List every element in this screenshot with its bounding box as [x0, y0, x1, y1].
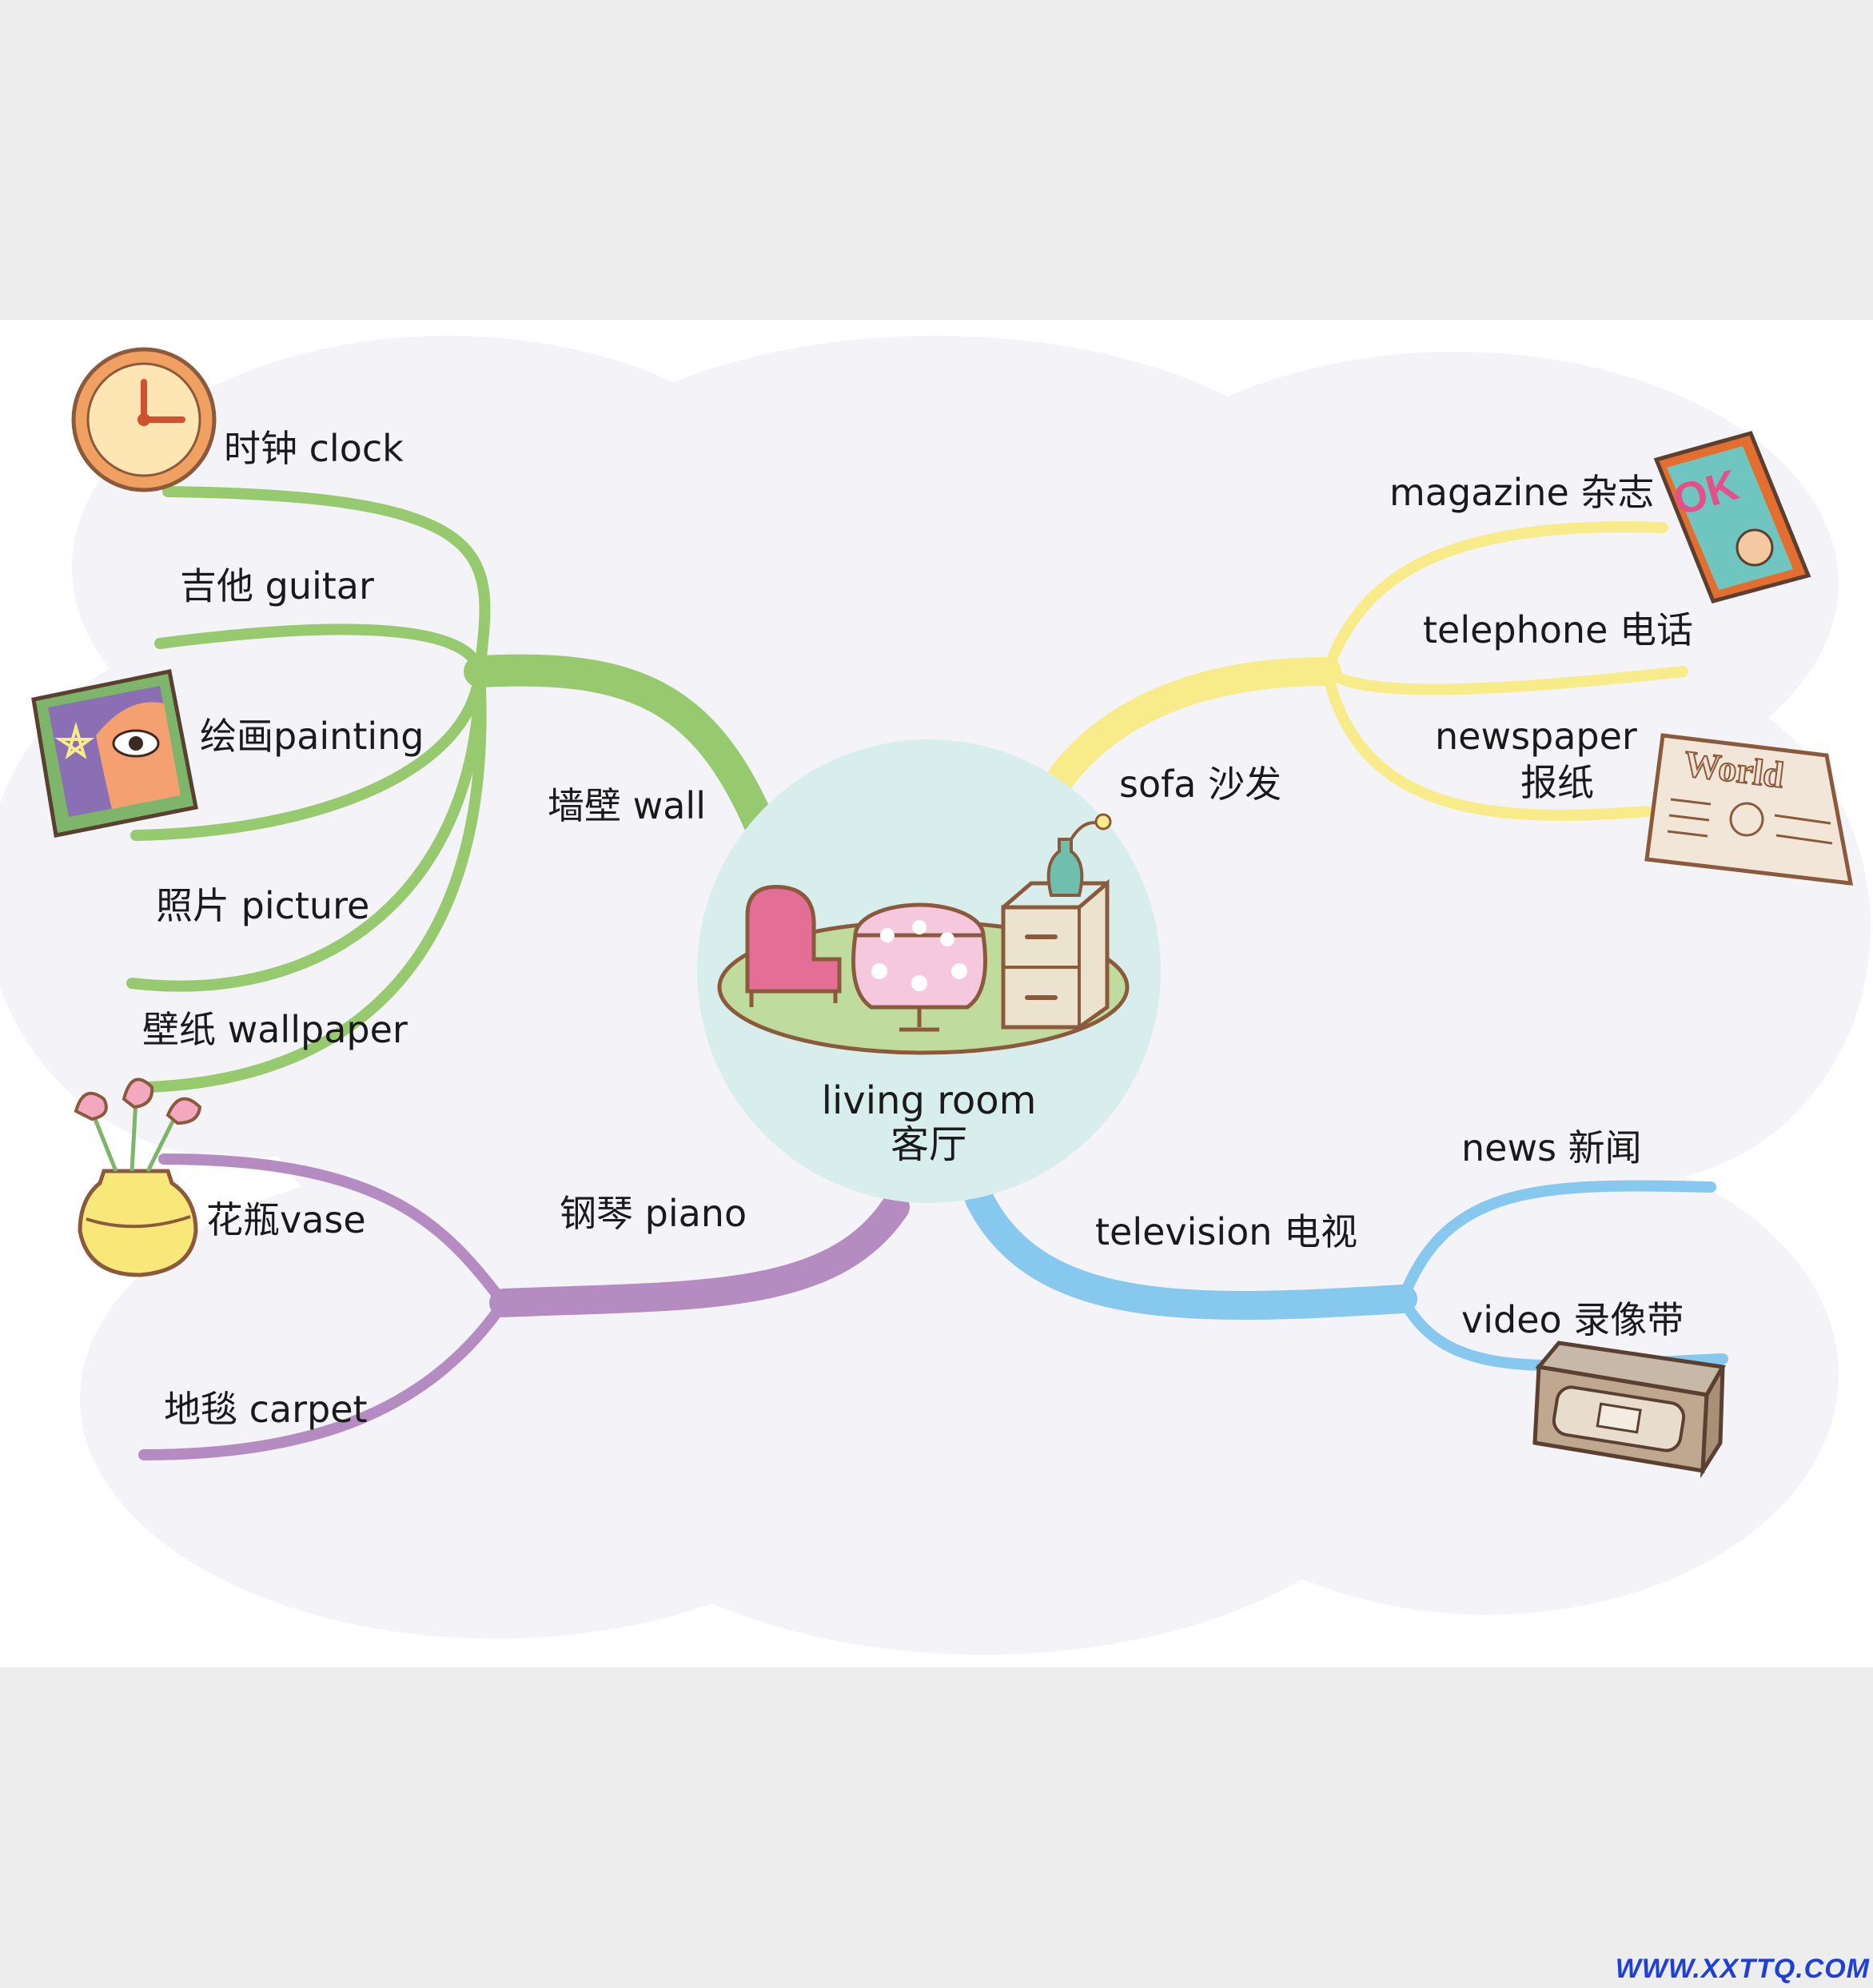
center-label: living room 客厅: [809, 1078, 1049, 1168]
wall-branch: [126, 486, 775, 1093]
television-item-video: video 录像带: [1461, 1298, 1684, 1341]
painting-icon: [31, 669, 198, 838]
living-room-furniture-icon: [717, 813, 1130, 1055]
sofa-branch-label: sofa 沙发: [1119, 763, 1282, 806]
piano-branch-label: 钢琴 piano: [560, 1192, 747, 1235]
vase-icon: [74, 1078, 202, 1277]
television-item-news: news 新闻: [1461, 1126, 1642, 1169]
wall-branch-label: 墙壁 wall: [548, 784, 706, 827]
magazine-icon: OK: [1653, 430, 1811, 604]
watermark: WWW.XXTTQ.COM: [1615, 1954, 1870, 1984]
wall-item-wallpaper: 壁纸 wallpaper: [142, 1008, 408, 1051]
mind-map-canvas: OK World living room 客厅 墙壁 wall 钢琴 piano…: [0, 320, 1873, 1667]
piano-item-carpet: 地毯 carpet: [164, 1388, 368, 1431]
mind-map-graphic: OK World: [0, 336, 1871, 1655]
sofa-item-newspaper: newspaper: [1435, 715, 1637, 758]
piano-item-vase: 花瓶vase: [206, 1198, 366, 1241]
wall-item-picture: 照片 picture: [156, 884, 370, 927]
sofa-item-newspaper-zh: 报纸: [1520, 761, 1594, 804]
center-label-line1: living room: [821, 1078, 1037, 1123]
clock-icon: [71, 347, 217, 492]
center-label-line2: 客厅: [890, 1122, 967, 1168]
television-branch-label: television 电视: [1095, 1210, 1358, 1253]
sofa-branch: [1037, 521, 1688, 821]
wall-item-painting: 绘画painting: [200, 715, 424, 758]
sofa-item-magazine: magazine 杂志: [1389, 471, 1655, 514]
wall-item-clock: 时钟 clock: [224, 427, 404, 470]
newspaper-icon: World: [1644, 733, 1854, 886]
wall-item-guitar: 吉他 guitar: [180, 564, 374, 608]
piano-branch: [138, 1153, 910, 1460]
sofa-item-telephone: telephone 电话: [1423, 608, 1693, 651]
videotape-icon: [1532, 1341, 1726, 1479]
center-node: [697, 739, 1161, 1203]
